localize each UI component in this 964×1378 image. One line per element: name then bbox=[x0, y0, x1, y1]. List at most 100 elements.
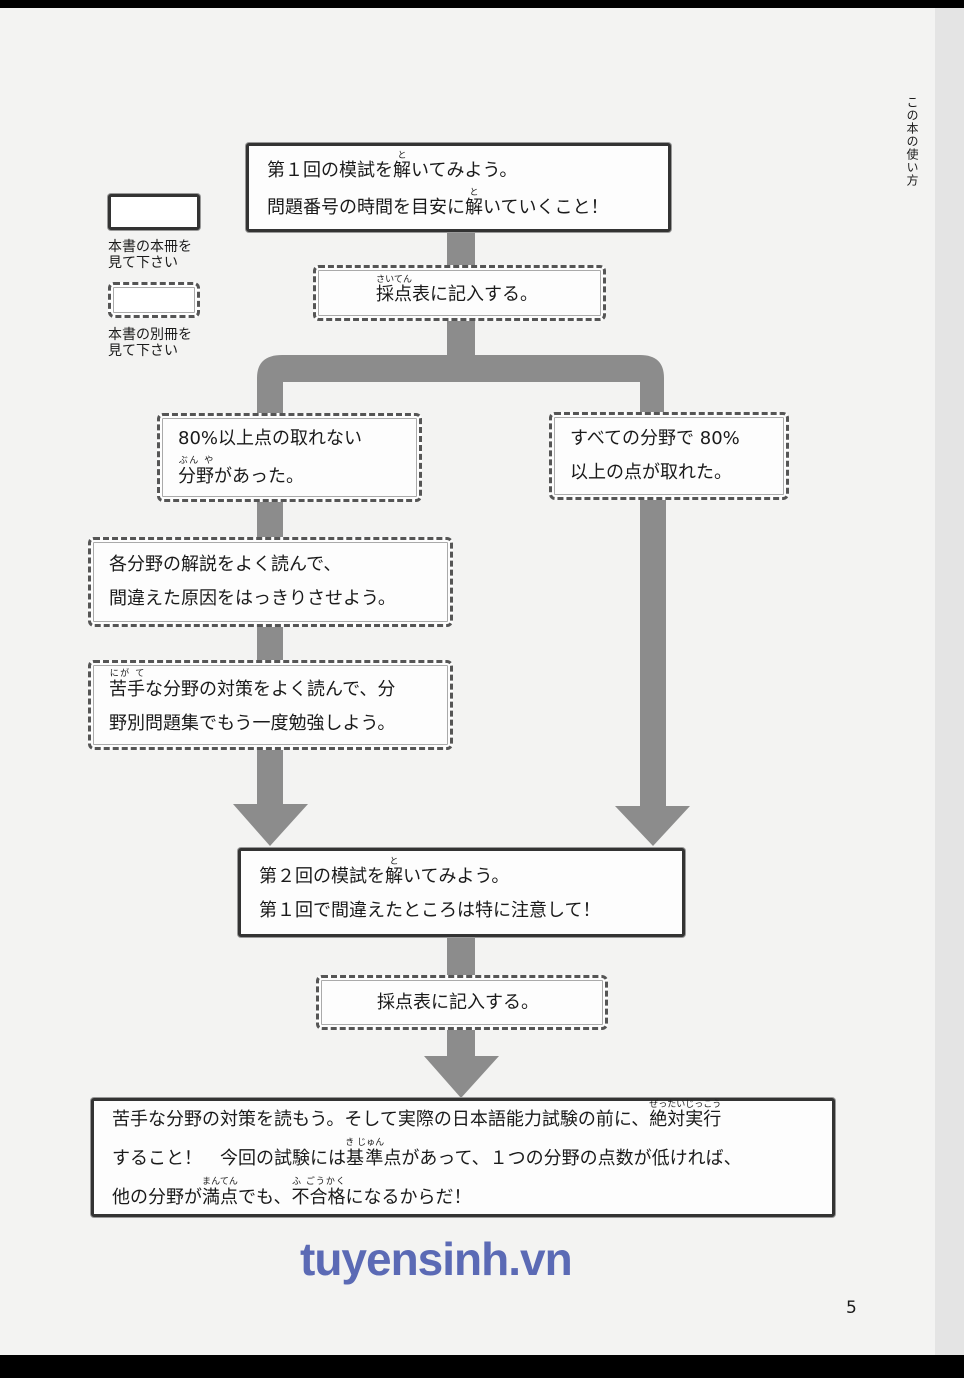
box-line: 野別問題集でもう一度勉強しよう。 bbox=[109, 707, 432, 741]
furigana-word: 分野ぶん や bbox=[178, 456, 214, 487]
arrow-left-seg3 bbox=[257, 748, 283, 804]
furigana: さいてん bbox=[376, 274, 412, 285]
box-line: すること！ 今回の試験には基準き じゅん点があって、１つの分野の点数が低ければ、 bbox=[112, 1138, 814, 1177]
word: 満点 bbox=[202, 1186, 238, 1208]
arrow-left-seg2 bbox=[257, 625, 283, 663]
text-segment: があった。 bbox=[214, 465, 304, 487]
box-line: 採点さいてん表に記入する。 bbox=[376, 275, 585, 312]
box-below-80: 80%以上点の取れない分野ぶん やがあった。 bbox=[157, 413, 422, 502]
arrow-bottom-head bbox=[424, 1056, 499, 1098]
watermark: tuyensinh.vn bbox=[300, 1233, 573, 1285]
text-segment: いてみよう。 bbox=[403, 866, 510, 887]
furigana: き じゅん bbox=[345, 1137, 385, 1148]
furigana: ふ ごうかく bbox=[291, 1176, 346, 1187]
side-title: この本の使い方 bbox=[905, 96, 919, 187]
text-segment: 80%以上点の取れない bbox=[178, 427, 363, 449]
text-segment: いていくこと！ bbox=[483, 196, 609, 218]
text-segment: 各分野の解説をよく読んで、 bbox=[109, 554, 342, 575]
word: 基準 bbox=[345, 1147, 385, 1169]
furigana-word: 解と bbox=[385, 858, 403, 888]
word: 採点 bbox=[376, 283, 412, 305]
box-study-weak: 苦手にが てな分野の対策をよく読んで、分野別問題集でもう一度勉強しよう。 bbox=[88, 660, 453, 750]
box-line: すべての分野で 80% bbox=[570, 422, 768, 456]
furigana: と bbox=[465, 187, 483, 198]
word: 分野 bbox=[178, 465, 214, 487]
box-line: 苦手にが てな分野の対策をよく読んで、分 bbox=[109, 669, 432, 707]
arrow-left-head bbox=[233, 804, 308, 846]
text-segment: 第１回で間違えたところは特に注意して！ bbox=[259, 900, 601, 921]
furigana-word: 採点さいてん bbox=[376, 275, 412, 305]
arrow-trunk-4 bbox=[447, 1028, 475, 1058]
text-segment: 以上の点が取れた。 bbox=[570, 462, 732, 483]
arrow-trunk-1 bbox=[447, 230, 475, 270]
box-line: 他の分野が満点まんてんでも、不合格ふ ごうかくになるからだ！ bbox=[112, 1177, 814, 1216]
furigana: にが て bbox=[109, 669, 145, 679]
text-segment: 他の分野が bbox=[112, 1186, 202, 1208]
page-edge bbox=[935, 8, 964, 1355]
text-segment: でも、 bbox=[238, 1186, 292, 1208]
text-segment: になるからだ！ bbox=[345, 1186, 472, 1208]
box-second-mock: 第２回の模試を解といてみよう。第１回で間違えたところは特に注意して！ bbox=[238, 848, 685, 937]
box-line: 分野ぶん やがあった。 bbox=[178, 456, 401, 494]
box-record-score-1: 採点さいてん表に記入する。 bbox=[313, 265, 606, 321]
furigana: と bbox=[385, 857, 403, 867]
furigana-word: 解と bbox=[393, 151, 411, 181]
box-line: 以上の点が取れた。 bbox=[570, 456, 768, 490]
text-segment: 表に記入する。 bbox=[412, 283, 538, 305]
box-read-explanations: 各分野の解説をよく読んで、間違えた原因をはっきりさせよう。 bbox=[88, 537, 453, 627]
legend-solid-box bbox=[108, 194, 200, 230]
box-line: 問題番号の時間を目安に解といていくこと！ bbox=[267, 188, 650, 225]
furigana: ぜったいじっこう bbox=[649, 1099, 722, 1110]
furigana-word: 基準き じゅん bbox=[345, 1138, 385, 1169]
legend-solid-label: 本書の本冊を見て下さい bbox=[108, 239, 192, 271]
legend-text: 本書の本冊を bbox=[108, 239, 192, 255]
furigana-word: 絶対実行ぜったいじっこう bbox=[649, 1100, 722, 1130]
furigana-word: 苦手にが て bbox=[109, 670, 145, 701]
text-segment: 点があって、１つの分野の点数が低ければ、 bbox=[383, 1147, 742, 1169]
furigana: ぶん や bbox=[178, 455, 214, 466]
word: 絶対実行 bbox=[649, 1108, 722, 1130]
furigana-word: 満点まんてん bbox=[202, 1177, 238, 1208]
legend-text: 見て下さい bbox=[108, 255, 178, 271]
box-first-mock: 第１回の模試を解といてみよう。問題番号の時間を目安に解といていくこと！ bbox=[246, 143, 671, 232]
arrow-split bbox=[257, 355, 664, 415]
page-number: 5 bbox=[846, 1298, 857, 1318]
word: 苦手 bbox=[109, 679, 145, 700]
furigana: と bbox=[393, 150, 411, 161]
text-segment: 野別問題集でもう一度勉強しよう。 bbox=[109, 713, 396, 734]
text-segment: 第２回の模試を bbox=[259, 866, 385, 887]
legend-text: 見て下さい bbox=[108, 343, 178, 359]
arrow-left-seg1 bbox=[257, 500, 283, 540]
box-line: 第２回の模試を解といてみよう。 bbox=[259, 857, 664, 894]
text-segment: 第１回の模試を bbox=[267, 159, 393, 181]
text-segment: いてみよう。 bbox=[411, 159, 518, 181]
legend-text: 本書の別冊を bbox=[108, 327, 192, 343]
box-final-advice: 苦手な分野の対策を読もう。そして実際の日本語能力試験の前に、絶対実行ぜったいじっ… bbox=[91, 1098, 835, 1217]
text-segment: すべての分野で 80% bbox=[570, 428, 740, 449]
furigana: まんてん bbox=[202, 1176, 238, 1187]
text-segment: 苦手な分野の対策を読もう。そして実際の日本語能力試験の前に、 bbox=[112, 1108, 650, 1130]
box-line: 採点表に記入する。 bbox=[377, 986, 587, 1020]
text-segment: すること！ 今回の試験には bbox=[112, 1147, 346, 1169]
arrow-trunk-3 bbox=[447, 935, 475, 977]
box-line: 間違えた原因をはっきりさせよう。 bbox=[109, 582, 432, 616]
box-line: 80%以上点の取れない bbox=[178, 422, 401, 456]
furigana-word: 解と bbox=[465, 188, 483, 218]
word: 解 bbox=[465, 196, 483, 218]
text-segment: 採点表に記入する。 bbox=[377, 991, 539, 1013]
box-line: 各分野の解説をよく読んで、 bbox=[109, 548, 432, 582]
legend-dashed-box bbox=[108, 282, 200, 318]
furigana-word: 不合格ふ ごうかく bbox=[291, 1177, 345, 1208]
box-record-score-2: 採点表に記入する。 bbox=[316, 975, 608, 1030]
box-line: 第１回で間違えたところは特に注意して！ bbox=[259, 894, 664, 928]
arrow-right-head bbox=[615, 806, 690, 846]
text-segment: 間違えた原因をはっきりさせよう。 bbox=[109, 588, 396, 609]
word: 解 bbox=[393, 159, 411, 181]
arrow-right-bar bbox=[640, 498, 666, 806]
legend-dashed-label: 本書の別冊を見て下さい bbox=[108, 327, 192, 359]
word: 解 bbox=[385, 866, 403, 887]
box-all-80: すべての分野で 80% 以上の点が取れた。 bbox=[549, 412, 789, 500]
text-segment: 問題番号の時間を目安に bbox=[267, 196, 465, 218]
box-line: 第１回の模試を解といてみよう。 bbox=[267, 151, 650, 188]
